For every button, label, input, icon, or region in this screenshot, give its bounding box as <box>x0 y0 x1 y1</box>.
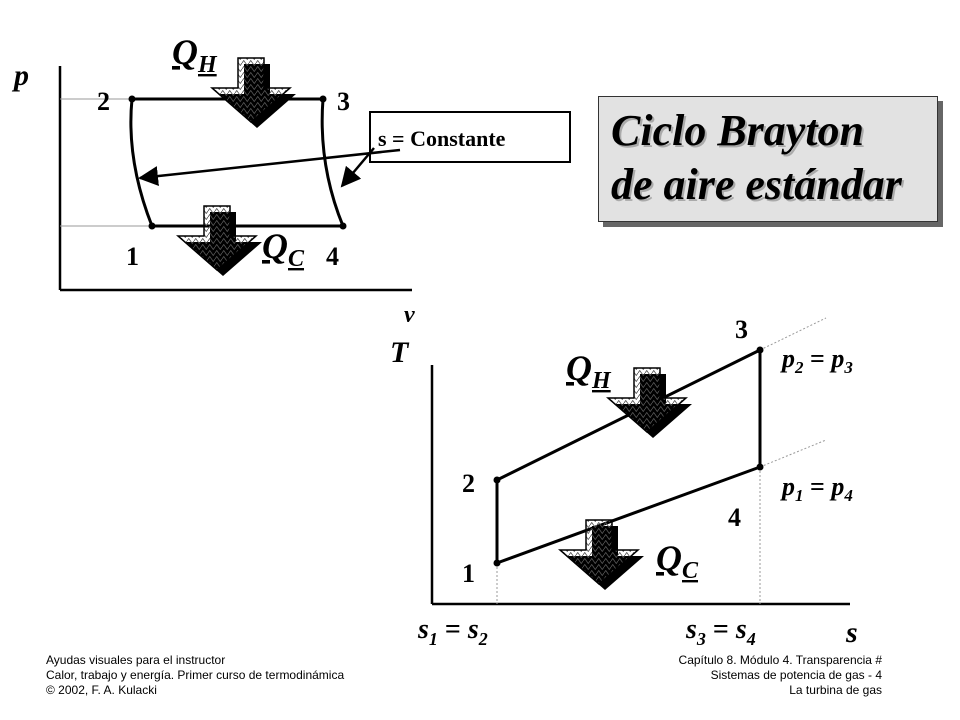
ts-heat-out-arrow-icon <box>557 519 644 590</box>
pv-heat-out-main: Q <box>262 226 288 266</box>
pv-point-2 <box>128 95 136 103</box>
pv-point-1 <box>148 222 156 230</box>
callout-arrow-left <box>138 148 401 187</box>
entropy-left-eq: = <box>438 614 468 645</box>
ts-process-4-1 <box>496 465 761 565</box>
pv-state-4-label: 4 <box>326 242 339 271</box>
isobar-high-a-sub: 2 <box>794 358 804 377</box>
ts-diagram: T s 1 2 3 4 p2 = p3 p1 = p4 s1 = s2 s3 =… <box>390 315 858 649</box>
pv-process-3-4 <box>320 98 345 227</box>
entropy-left-b-sub: 2 <box>478 629 488 649</box>
pv-state-1-label: 1 <box>126 242 139 271</box>
title-line-1: Ciclo Brayton <box>611 106 865 155</box>
ts-heat-out-main: Q <box>656 538 682 578</box>
isobar-high-eq: = <box>804 344 832 373</box>
callout-arrow-right <box>340 147 375 188</box>
ts-point-3 <box>756 346 764 354</box>
ts-heat-in-sub: H <box>591 368 612 394</box>
pv-heat-out-arrow-icon <box>175 205 262 276</box>
pv-state-3-label: 3 <box>337 87 350 116</box>
title-box: Ciclo Brayton de aire estándar <box>598 96 938 222</box>
pv-state-2-label: 2 <box>97 87 110 116</box>
entropy-right-a-sub: 3 <box>696 629 706 649</box>
ts-point-1 <box>493 559 501 567</box>
callout-box <box>369 111 571 163</box>
ts-heat-in-arrow-icon <box>605 367 692 438</box>
footer-left-line-1: Ayudas visuales para el instructor <box>46 653 226 667</box>
entropy-left-a-sub: 1 <box>429 629 438 649</box>
pv-diagram: p v 1 2 3 4 s = Constante <box>11 59 571 328</box>
entropy-left-b: s <box>467 614 479 645</box>
ts-heat-out-sub: C <box>682 558 699 584</box>
pv-point-3 <box>319 95 327 103</box>
ts-entropy-right-label: s3 = s4 <box>685 614 756 649</box>
pv-heat-in-main: Q <box>172 32 198 72</box>
pv-y-axis-label: p <box>11 59 29 92</box>
entropy-right-a: s <box>685 614 697 645</box>
entropy-right-b-sub: 4 <box>746 629 756 649</box>
ts-state-2-label: 2 <box>462 469 475 498</box>
ts-heat-out-label: QC <box>656 538 699 584</box>
ts-point-4 <box>756 463 764 471</box>
isobar-low-a-sub: 1 <box>795 486 804 505</box>
ts-state-4-label: 4 <box>728 503 741 532</box>
entropy-right-b: s <box>735 614 747 645</box>
ts-isobar-high-label: p2 = p3 <box>780 344 853 377</box>
isobar-low-b: p <box>829 472 844 501</box>
footer-right-line-1: Capítulo 8. Módulo 4. Transparencia # <box>678 653 882 667</box>
entropy-left-a: s <box>417 614 429 645</box>
ts-state-1-label: 1 <box>462 559 475 588</box>
pv-heat-out-label: QC <box>262 226 305 272</box>
isobar-low-b-sub: 4 <box>843 486 853 505</box>
isobar-high-a: p <box>780 344 795 373</box>
entropy-right-eq: = <box>706 614 736 645</box>
ts-isobar-low-label: p1 = p4 <box>780 472 853 505</box>
footer-left-line-3: © 2002, F. A. Kulacki <box>46 683 157 697</box>
isobar-high-b-sub: 3 <box>843 358 853 377</box>
isobar-low-a: p <box>780 472 795 501</box>
ts-isobar-high-extension <box>759 317 827 351</box>
ts-heat-in-label: QH <box>566 348 612 394</box>
ts-isobar-low-extension <box>759 439 827 468</box>
footer-left: Ayudas visuales para el instructor Calor… <box>46 653 344 698</box>
pv-heat-in-arrow-icon <box>209 57 296 128</box>
pv-heat-in-label: QH <box>172 32 218 78</box>
pv-heat-in-sub: H <box>197 52 218 78</box>
ts-state-3-label: 3 <box>735 315 748 344</box>
ts-point-2 <box>493 476 501 484</box>
callout-text: s = Constante <box>378 126 506 151</box>
ts-x-axis-label: s <box>845 616 858 649</box>
isobar-high-b: p <box>829 344 844 373</box>
pv-process-1-2 <box>129 98 154 227</box>
footer-right-line-2: Sistemas de potencia de gas - 4 <box>710 668 882 682</box>
pv-x-axis-label: v <box>404 302 415 328</box>
footer-right-line-3: La turbina de gas <box>789 683 882 697</box>
pv-heat-out-sub: C <box>288 246 305 272</box>
footer-left-line-2: Calor, trabajo y energía. Primer curso d… <box>46 668 345 682</box>
ts-y-axis-label: T <box>390 336 410 369</box>
ts-entropy-left-label: s1 = s2 <box>417 614 488 649</box>
pv-point-4 <box>339 222 347 230</box>
title-line-2: de aire estándar <box>611 160 902 209</box>
footer-right: Capítulo 8. Módulo 4. Transparencia # Si… <box>679 653 882 698</box>
ts-heat-in-main: Q <box>566 348 592 388</box>
isobar-low-eq: = <box>804 472 832 501</box>
